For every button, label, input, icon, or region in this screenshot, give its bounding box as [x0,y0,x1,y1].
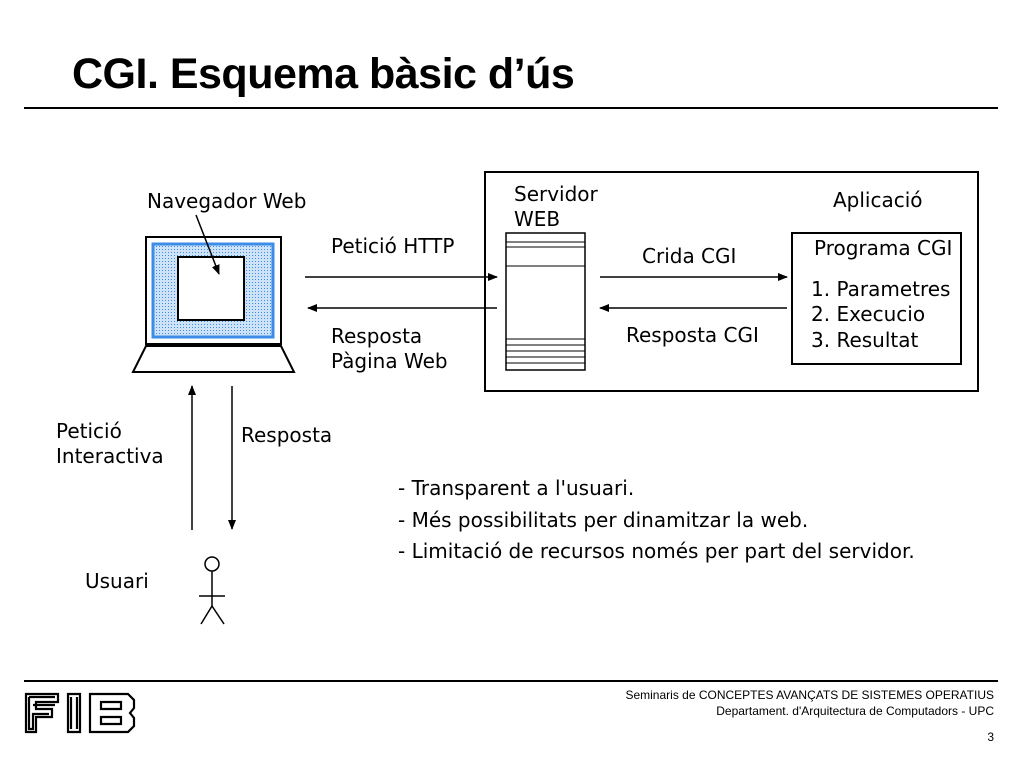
page-number: 3 [987,730,994,744]
user-figure-icon [199,556,225,625]
browser-label: Navegador Web [147,189,307,213]
note-item: - Transparent a l'usuari. [398,476,635,500]
user-response-label: Resposta [241,423,333,447]
web-response-label-line2: Pàgina Web [331,349,448,373]
footer-seminar: Seminaris de CONCEPTES AVANÇATS DE SISTE… [625,688,994,702]
title-divider [24,107,998,109]
server-tower-icon [505,232,586,371]
browser-computer-icon [131,214,296,373]
cgi-step-2: 2. Execucio [811,302,926,326]
user-label: Usuari [85,569,149,593]
application-label: Aplicació [833,188,923,212]
interactive-request-label-line2: Interactiva [56,444,164,468]
cgi-program-title: Programa CGI [814,236,953,260]
cgi-program-box [791,232,962,365]
server-label-line2: WEB [514,207,561,231]
fib-logo [24,692,136,734]
cgi-response-label: Resposta CGI [626,323,759,347]
page-title: CGI. Esquema bàsic d’ús [72,50,575,98]
web-response-label-line1: Resposta [331,324,423,348]
interactive-request-label-line1: Petició [56,419,122,443]
server-box [484,171,979,392]
cgi-step-1: 1. Parametres [811,277,951,301]
cgi-step-3: 3. Resultat [811,328,919,352]
cgi-call-label: Crida CGI [642,244,737,268]
footer-department: Departament. d'Arquitectura de Computado… [716,704,994,718]
http-request-label: Petició HTTP [331,234,455,258]
note-item: - Més possibilitats per dinamitzar la we… [398,508,809,532]
server-label-line1: Servidor [514,182,598,206]
footer-divider [24,680,998,682]
note-item: - Limitació de recursos només per part d… [398,539,915,563]
